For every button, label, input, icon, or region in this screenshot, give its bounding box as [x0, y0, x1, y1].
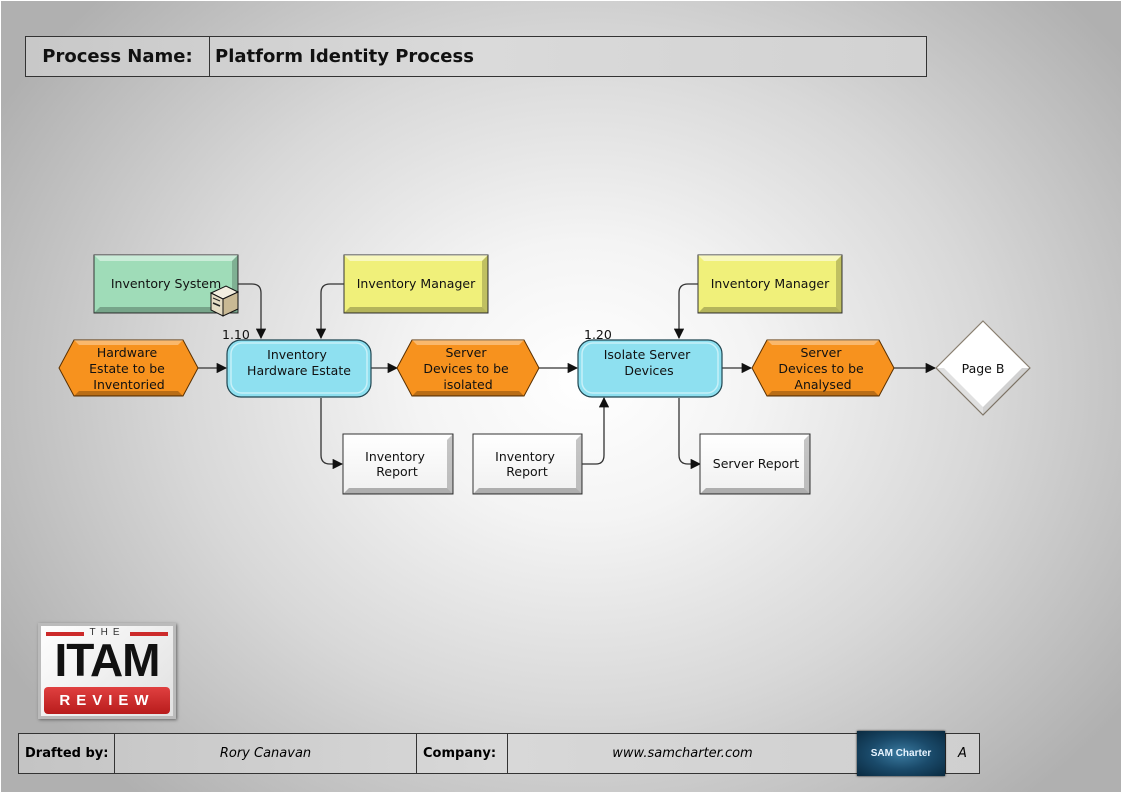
node-label: Inventory Manager [711, 276, 830, 291]
process-name-value: Platform Identity Process [215, 46, 474, 67]
node-hardware-estate[interactable]: Hardware Estate to be Inventoried [58, 339, 199, 397]
logo-the: THE [89, 627, 125, 638]
connectors [198, 283, 937, 470]
step-number: 1.10 [222, 327, 250, 342]
process-name-label: Process Name: [26, 37, 210, 76]
node-label: Server Report [713, 456, 800, 471]
node-inventory-report-out[interactable]: Inventory Report [342, 433, 454, 495]
logo-itam: ITAM [54, 634, 160, 686]
node-inventory-manager-2[interactable]: Inventory Manager [697, 254, 843, 314]
node-label: Inventory Manager [357, 276, 476, 291]
company-value: www.samcharter.com [508, 734, 858, 773]
node-step-1-10[interactable]: 1.10 Inventory Hardware Estate [222, 327, 372, 398]
node-label: Server Devices to be Analysed [778, 345, 867, 392]
edge-system-to-110 [238, 283, 267, 340]
node-page-b[interactable]: Page B [935, 320, 1031, 416]
edge-manager1-to-110 [315, 283, 344, 340]
logo-review: REVIEW [44, 687, 170, 714]
step-number: 1.20 [584, 327, 612, 342]
node-inventory-system[interactable]: Inventory System [93, 254, 240, 317]
node-label: Inventory Report [365, 449, 429, 479]
node-server-report[interactable]: Server Report [699, 433, 811, 495]
node-server-devices-isolated[interactable]: Server Devices to be isolated [396, 339, 540, 397]
edge-report-to-120 [582, 396, 610, 465]
node-label: Server Devices to be isolated [423, 345, 512, 392]
drafted-by-label: Drafted by: [19, 734, 115, 773]
itam-review-logo: THE ITAM REVIEW [38, 623, 176, 719]
drafted-by-value: Rory Canavan [115, 734, 417, 773]
server-icon [209, 285, 240, 317]
company-label: Company: [417, 734, 508, 773]
node-step-1-20[interactable]: 1.20 Isolate Server Devices [577, 327, 723, 398]
sam-charter-logo: SAM Charter [857, 731, 945, 776]
sam-charter-logo-text: SAM Charter [870, 748, 932, 759]
node-label: Page B [962, 361, 1005, 376]
logo-slot [858, 734, 946, 773]
node-inventory-manager-1[interactable]: Inventory Manager [343, 254, 489, 314]
footer-info: Drafted by: Rory Canavan Company: www.sa… [18, 733, 980, 774]
edge-manager2-to-120 [673, 283, 698, 340]
logo-bar-left [46, 632, 84, 636]
process-name-header: Process Name: Platform Identity Process [25, 36, 927, 77]
node-server-devices-analysed[interactable]: Server Devices to be Analysed [751, 339, 895, 397]
node-label: Inventory System [111, 276, 221, 291]
node-label: Inventory Report [495, 449, 559, 479]
node-label: Isolate Server Devices [604, 347, 695, 378]
logo-bar-right [130, 632, 168, 636]
edge-110-to-report [320, 398, 344, 470]
revision-value: A [958, 746, 967, 761]
node-inventory-report-in[interactable]: Inventory Report [472, 433, 583, 495]
node-label: Hardware Estate to be Inventoried [89, 345, 169, 392]
node-label: Inventory Hardware Estate [247, 347, 351, 378]
edge-120-to-server-report [678, 398, 702, 470]
